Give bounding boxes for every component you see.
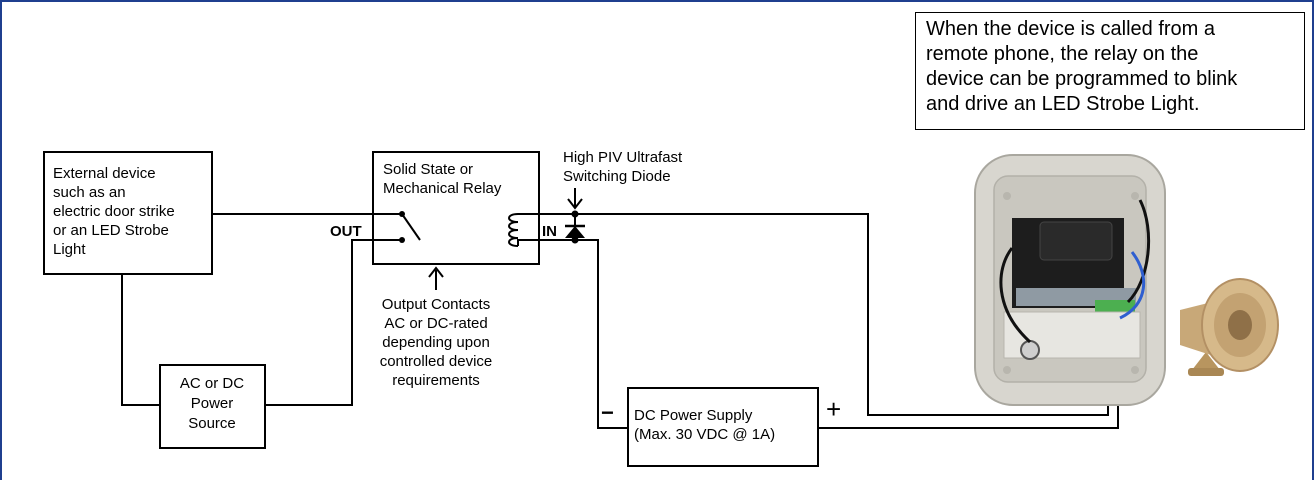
note-line-3: device can be programmed to blink <box>926 68 1238 90</box>
note-line-2: remote phone, the relay on the <box>926 43 1199 65</box>
dc-power-supply-box <box>627 387 819 467</box>
dc-supply-line-2: (Max. 30 VDC @ 1A) <box>634 426 775 443</box>
output-contacts-line-4: controlled device <box>380 353 493 370</box>
diode-label-line-2: Switching Diode <box>563 168 671 185</box>
external-device-line-3: electric door strike <box>53 203 175 220</box>
external-device-line-1: External device <box>53 165 156 182</box>
horn-speaker-illustration <box>1180 278 1279 376</box>
switch-contact-dot-top <box>399 211 405 217</box>
dc-supply-line-1: DC Power Supply <box>634 407 753 424</box>
wires <box>121 213 1119 429</box>
note-line-4: and drive an LED Strobe Light. <box>926 93 1200 115</box>
output-contacts-arrow <box>428 266 444 290</box>
diode-symbol <box>565 210 585 244</box>
external-device-line-4: or an LED Strobe <box>53 222 169 239</box>
note-line-1: When the device is called from a <box>926 18 1216 40</box>
relay-line-1: Solid State or <box>383 161 473 178</box>
relay-line-2: Mechanical Relay <box>383 180 502 197</box>
ac-dc-source-line-3: Source <box>188 415 236 432</box>
diode-label-line-1: High PIV Ultrafast <box>563 149 683 166</box>
dc-supply-minus-sign: − <box>601 400 614 425</box>
in-terminal-label: IN <box>542 223 557 240</box>
output-contacts-line-1: Output Contacts <box>382 296 490 313</box>
output-contacts-line-5: requirements <box>392 372 480 389</box>
dc-supply-plus-sign: + <box>826 394 841 424</box>
device-enclosure-illustration <box>974 154 1166 406</box>
output-contacts-line-3: depending upon <box>382 334 490 351</box>
ac-dc-power-source-box <box>159 364 266 449</box>
relay-switch-contact <box>373 213 421 241</box>
ac-dc-source-line-1: AC or DC <box>180 375 244 392</box>
ac-dc-source-line-2: Power <box>191 395 234 412</box>
external-device-line-5: Light <box>53 241 86 258</box>
external-device-line-2: such as an <box>53 184 126 201</box>
relay-coil <box>508 213 539 247</box>
switch-contact-dot-bottom <box>399 237 405 243</box>
out-terminal-label: OUT <box>330 223 362 240</box>
info-note-box: When the device is called from a remote … <box>915 12 1305 130</box>
output-contacts-line-2: AC or DC-rated <box>384 315 487 332</box>
diode-arrow <box>567 188 583 210</box>
